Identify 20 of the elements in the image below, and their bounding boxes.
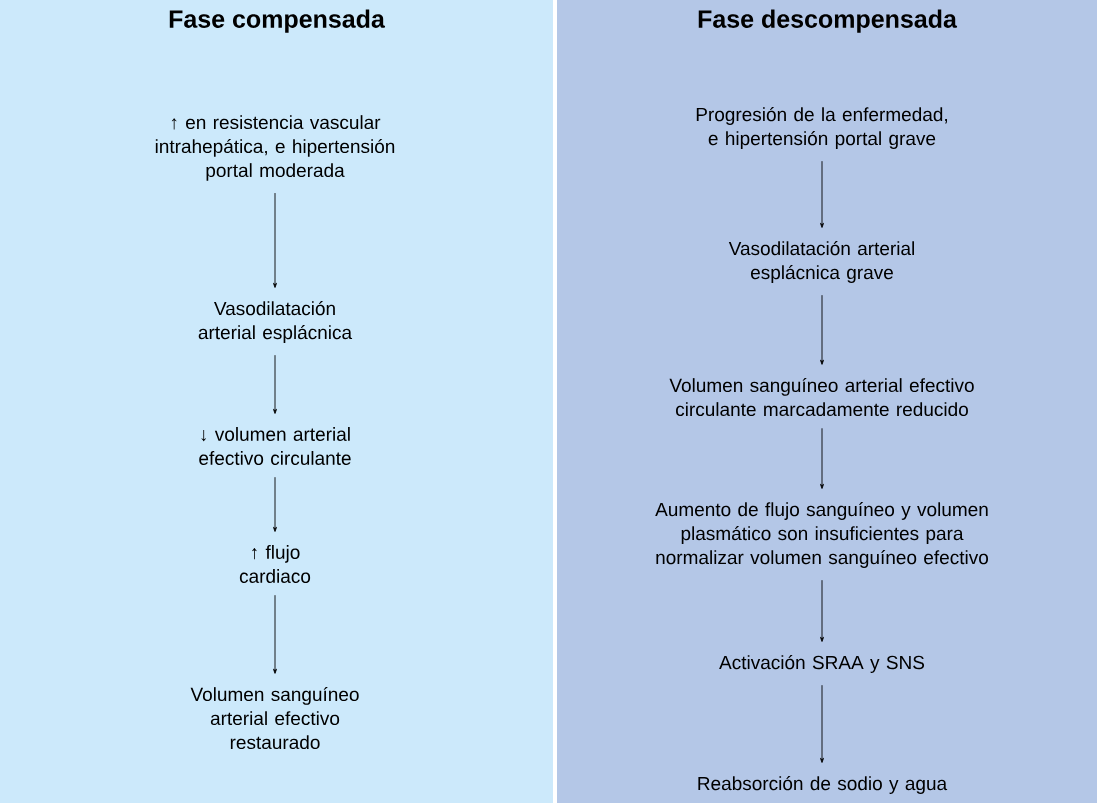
step-text: Activación SRAA y SNS (719, 655, 925, 673)
step-text: ↓ volumen arterial efectivo circulante (199, 427, 351, 465)
arrow (820, 579, 824, 642)
arrow (820, 684, 824, 763)
arrow (273, 476, 277, 532)
step-text: ↑ en resistencia vascular intrahepática, e hipertensión portal moderada (155, 115, 395, 181)
step-text: Reabsorción de sodio y agua (698, 776, 948, 794)
step-text: Volumen sanguíneo arterial efectivo restaurado (190, 686, 359, 750)
arrow (820, 160, 824, 228)
step-text: Aumento de flujo sanguíneo y volumen plasmático son insuficientes para normalizar volumen sanguíneo efectivo (655, 502, 988, 568)
step-text: Vasodilatación arterial esplácnica (198, 301, 353, 343)
arrow (273, 192, 277, 288)
step-text: Progresión de la enfermedad, e hipertensión portal grave (696, 107, 947, 149)
step-text: ↑ flujo cardiaco (239, 545, 311, 583)
step-text: Volumen sanguíneo arterial efectivo circulante marcadamente reducido (669, 377, 974, 417)
arrow (273, 354, 277, 414)
arrow (820, 427, 824, 489)
step-text: Vasodilatación arterial esplácnica grave (728, 241, 914, 283)
arrow (273, 594, 277, 674)
arrow (820, 294, 824, 365)
